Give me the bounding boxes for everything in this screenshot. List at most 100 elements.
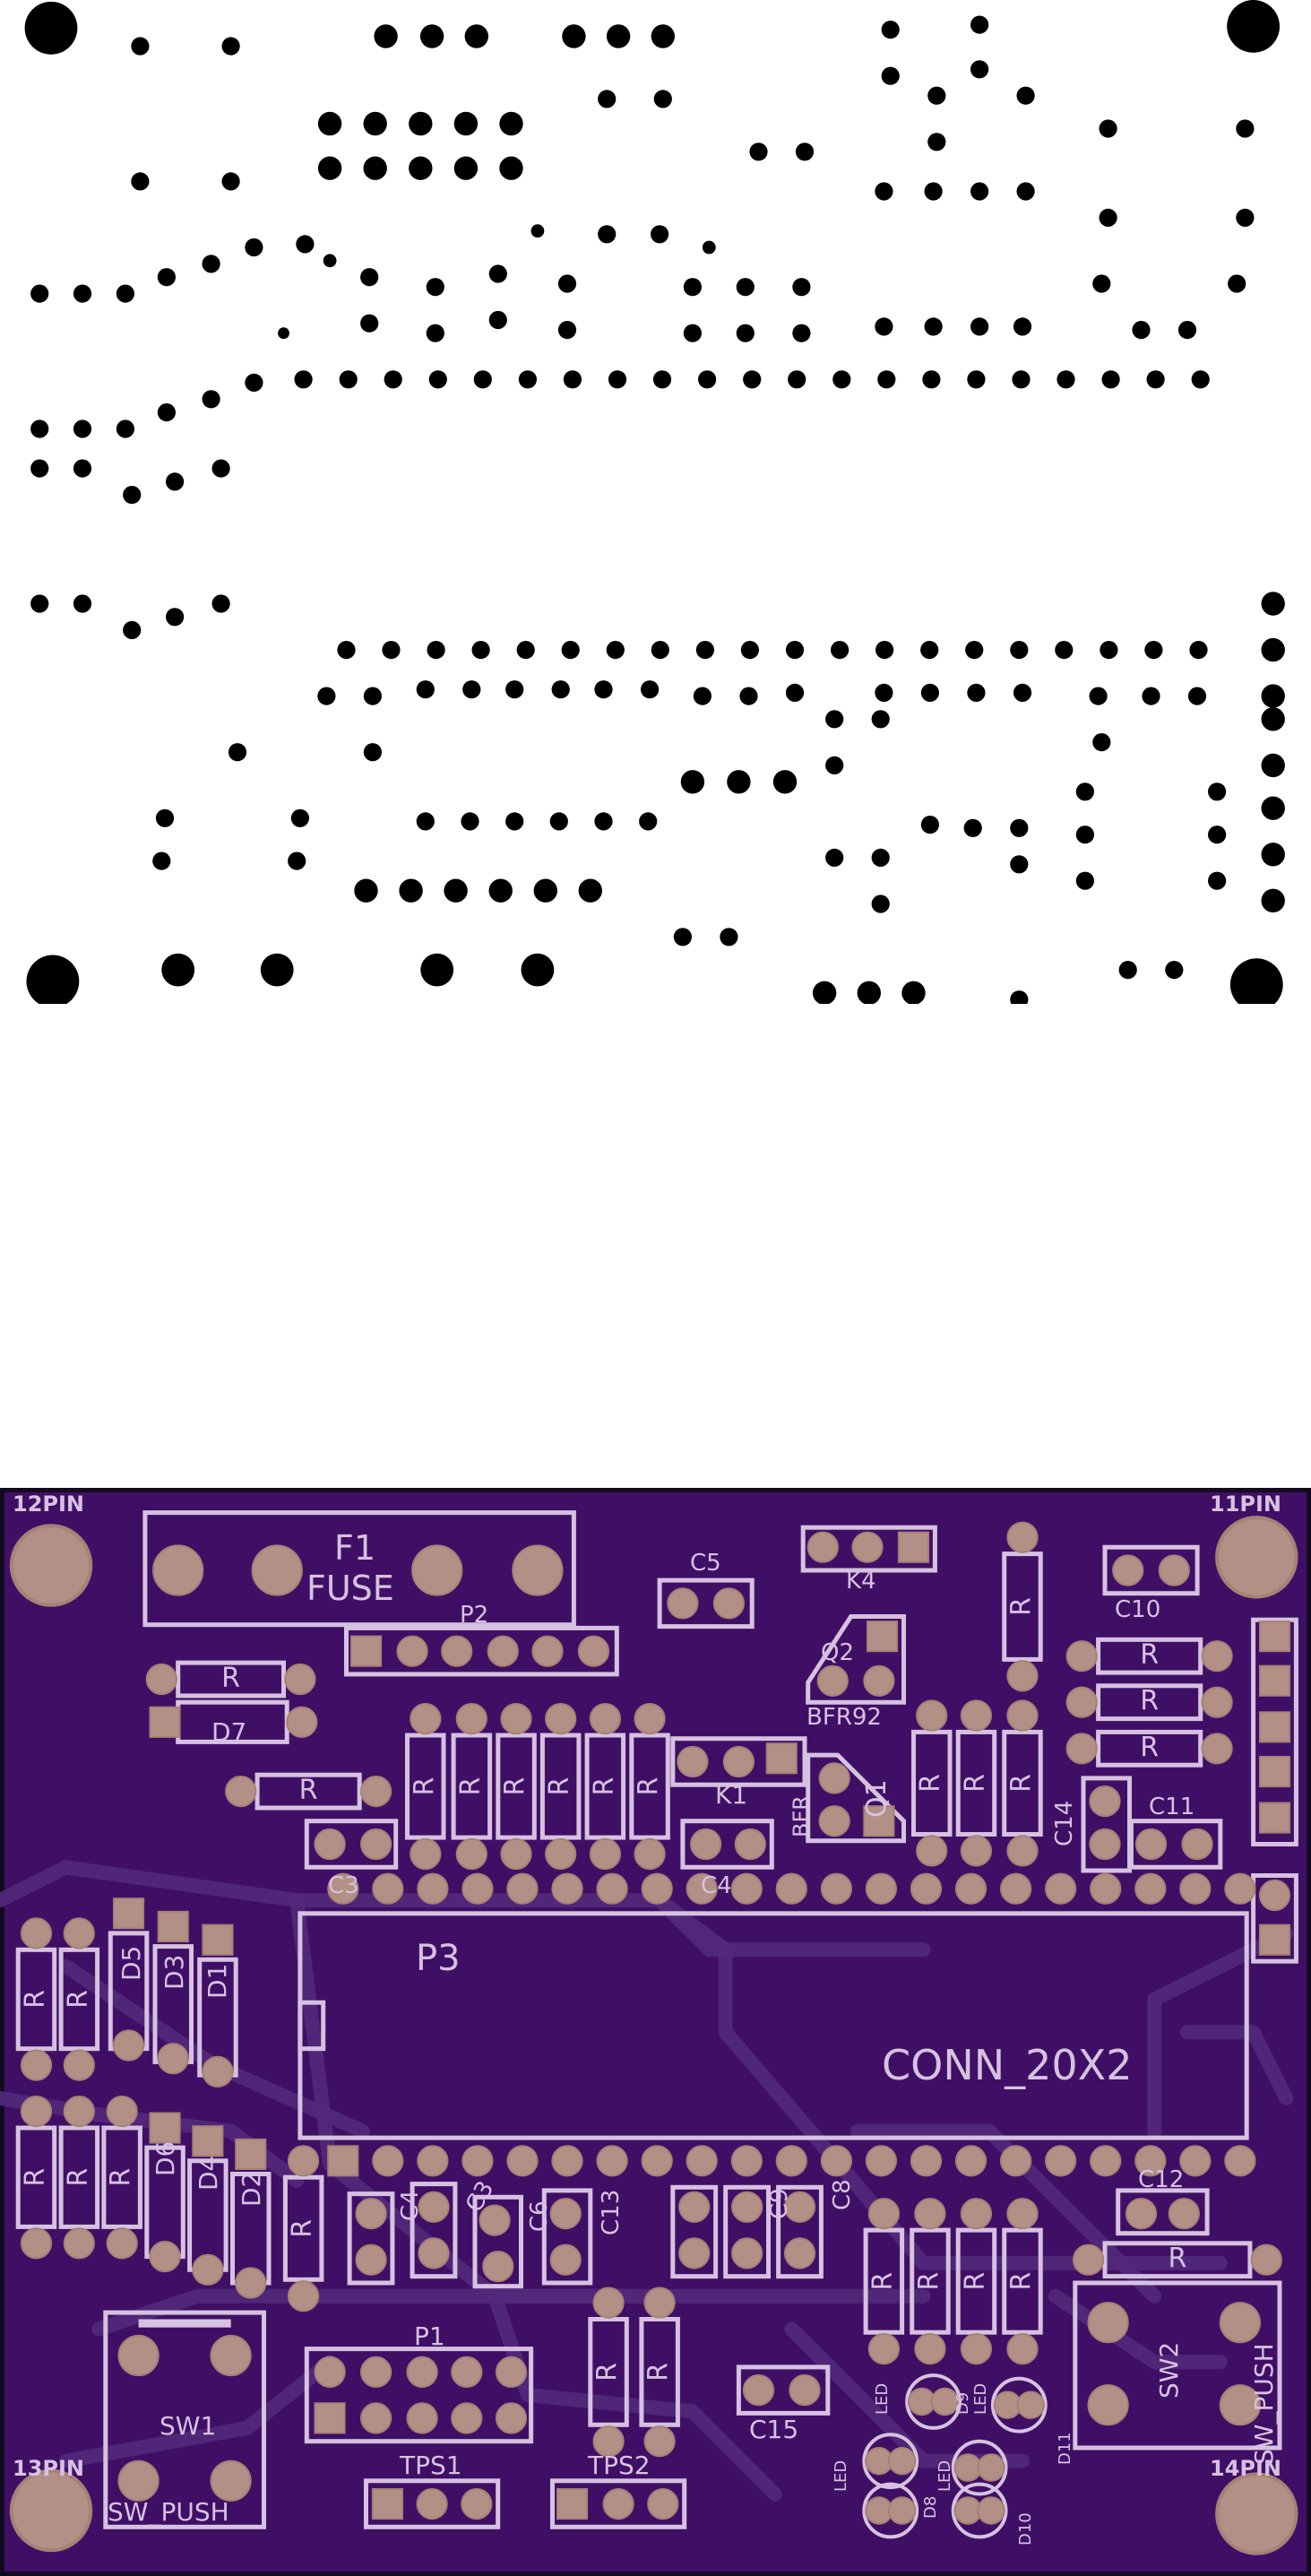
p3-pin [730, 1872, 763, 1905]
sw2-value-label: SW_PUSH [1249, 2343, 1279, 2465]
drill-hole [428, 370, 447, 389]
p3-pin [1179, 1872, 1212, 1905]
c10-outline [1102, 1544, 1200, 1596]
c12-label: C12 [1138, 2166, 1184, 2193]
led-outline [862, 2482, 919, 2539]
drill-hole [473, 370, 492, 389]
resistor-outline [539, 1733, 582, 1840]
round-pad [360, 2356, 392, 2389]
drill-hole [166, 608, 185, 627]
square-pad [327, 2145, 359, 2177]
drill-hole [30, 594, 49, 613]
led-label-2: LED [971, 2383, 990, 2415]
resistor-outline [496, 1733, 537, 1840]
drill-hole [743, 370, 762, 389]
round-pad [314, 2356, 346, 2389]
round-pad [783, 2191, 816, 2223]
p3-pin [327, 1872, 359, 1905]
resistor-outline [584, 1733, 626, 1840]
drill-hole [409, 156, 433, 180]
resistor-label: R [592, 2363, 624, 2382]
p3-pin [461, 1872, 494, 1905]
drill-hole [795, 143, 815, 161]
drill-hole [825, 710, 844, 729]
resistor-label: R [1006, 1597, 1038, 1616]
right-header-outline [1251, 1617, 1298, 1846]
drill-hole [416, 680, 435, 699]
round-pad [451, 2356, 483, 2389]
drill-hole [354, 878, 378, 903]
drill-hole [1261, 796, 1285, 820]
round-pad [690, 1828, 722, 1861]
sw2-pad [1219, 2384, 1262, 2426]
pcb-board-view[interactable]: 12PIN 11PIN 13PIN 14PIN F1 FUSE C5 K4 C1… [0, 1488, 1311, 2576]
p3-pin [820, 1872, 853, 1905]
resistor-outline [955, 2227, 997, 2335]
drill-hole [1012, 370, 1031, 389]
round-pad [643, 2425, 676, 2458]
resistor-label: R [409, 1777, 440, 1796]
fuse-outline [142, 1510, 576, 1628]
round-pad [418, 2191, 450, 2223]
d10-label: D10 [1016, 2512, 1035, 2546]
drill-hole [1142, 687, 1160, 705]
round-pad [416, 2488, 448, 2520]
copper-trace [1147, 1925, 1294, 2139]
p3-pin [641, 1872, 673, 1905]
p3-notch [298, 2000, 326, 2052]
square-pad [863, 1805, 895, 1837]
led-pad [887, 2496, 917, 2525]
drill-hole [499, 156, 523, 180]
drill-hole [970, 317, 989, 336]
resistor-outline [58, 2125, 100, 2229]
resistor-label: R [960, 2272, 991, 2291]
round-pad [1158, 1554, 1190, 1586]
d9-label: D9 [953, 2392, 972, 2415]
square-pad [149, 1706, 181, 1738]
resistor-label: R [913, 2272, 944, 2291]
drill-hole [598, 90, 617, 108]
round-pad [500, 1703, 532, 1735]
sw1-pad [210, 2459, 252, 2502]
drill-hole [832, 370, 851, 389]
round-pad [1073, 2243, 1105, 2276]
fuse-pad [411, 1544, 463, 1596]
drill-hole [116, 284, 134, 303]
resistor-outline [282, 2174, 324, 2282]
round-pad [418, 2237, 450, 2269]
resistor-outline [15, 1947, 57, 2052]
sw1-bar [138, 2319, 231, 2328]
square-pad [192, 2125, 224, 2157]
round-pad [1006, 2198, 1039, 2230]
drill-hole [1208, 782, 1227, 801]
drill-hole [736, 278, 755, 297]
drill-hole [651, 24, 675, 48]
copper-trace [850, 2123, 1162, 2304]
round-pad [20, 1917, 53, 1949]
drill-hole [792, 324, 811, 342]
round-pad [1065, 1733, 1098, 1765]
drill-hole [384, 370, 402, 389]
d7-label: D7 [211, 1717, 246, 1747]
p3-pin [417, 2145, 449, 2177]
drill-hole [363, 687, 382, 705]
round-pad [479, 2204, 511, 2236]
round-pad [355, 2243, 387, 2276]
round-pad [500, 1837, 532, 1871]
sw2-pad [1087, 2302, 1129, 2344]
round-pad [63, 1917, 95, 1949]
square-pad [867, 1621, 899, 1653]
round-pad [288, 2280, 320, 2312]
sw1-label: SW1 [160, 2411, 216, 2441]
drill-hole [363, 743, 382, 762]
c5-label: C5 [690, 1550, 721, 1577]
square-pad [897, 1531, 930, 1563]
resistor-label: R [299, 1775, 318, 1806]
round-pad [549, 2198, 582, 2230]
round-pad [202, 2055, 234, 2088]
p3-label: P3 [416, 1938, 461, 1979]
sw1-value-label: SW_PUSH [108, 2497, 229, 2527]
round-pad [63, 2049, 95, 2081]
p3-pin [686, 2145, 718, 2177]
round-pad [63, 2227, 95, 2260]
